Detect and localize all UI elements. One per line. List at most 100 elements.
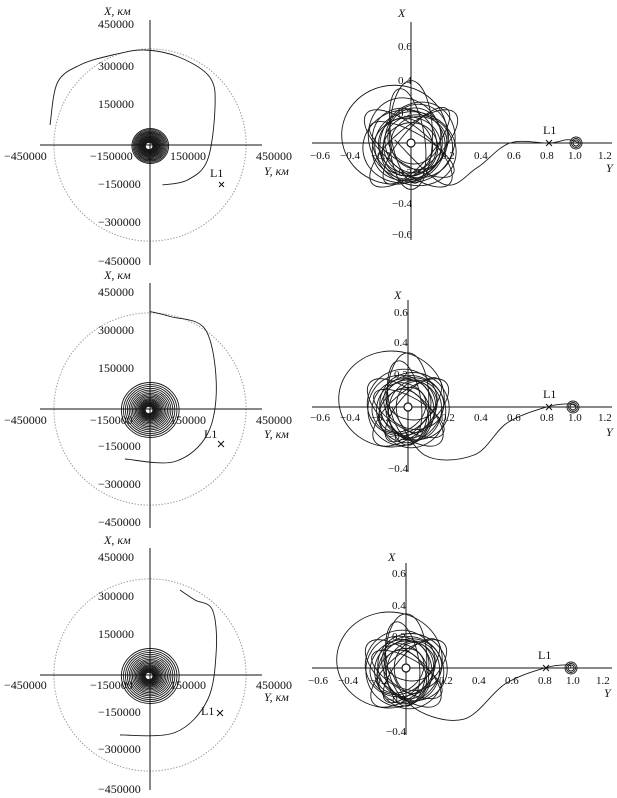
earth-point	[403, 402, 413, 412]
x-tick-label: −0.6	[310, 412, 330, 424]
earth-loop	[372, 378, 450, 447]
l1-label-6: L1	[538, 648, 551, 662]
transfer-path	[49, 49, 216, 186]
moon-loop	[566, 400, 580, 414]
transfer-trajectory-3	[124, 311, 217, 464]
panel-rotating-frame-2: X Y −0.6 −0.4 −0.2 0.2 0.4 0.6 0.8 1.0 1…	[310, 288, 614, 475]
moon-loops-4	[403, 400, 580, 414]
spiral-loop	[144, 405, 155, 415]
y-axis-label-6: X	[387, 550, 396, 564]
panel-earth-frame-2: X, км Y, км −450000 −150000 150000 45000…	[4, 268, 292, 529]
x-axis-label-5: Y, км	[264, 690, 289, 704]
x-axis-label-1: Y, км	[264, 164, 289, 178]
x-tick-label: 0.2	[441, 150, 455, 162]
earth-loop	[370, 639, 448, 708]
moon-loop	[572, 139, 580, 147]
moon-loop	[569, 136, 583, 150]
earth-loop	[383, 649, 427, 700]
moon-loops-6	[401, 661, 578, 675]
x-tick-label: −150000	[90, 413, 133, 427]
earth-loop	[374, 643, 429, 705]
y-axis-label-5: X, км	[103, 533, 131, 547]
earth-loop	[369, 121, 455, 178]
moon-loops-2	[406, 136, 583, 150]
y-tick-label: 300000	[98, 59, 134, 73]
x-tick-label: 0.4	[472, 675, 486, 687]
moon-loop	[568, 402, 578, 412]
spiral-loop	[142, 403, 156, 417]
x-tick-label: 0.4	[474, 412, 488, 424]
x-tick-label: −0.4	[338, 675, 358, 687]
outer-lobe	[338, 350, 445, 448]
l1-label-2: L1	[543, 123, 556, 137]
y-tick-label: 150000	[98, 627, 134, 641]
l1-marker-1	[218, 181, 225, 188]
earth-loop	[376, 382, 431, 444]
y-axis-label-3: X, км	[103, 268, 131, 282]
y-tick-label: −150000	[98, 705, 141, 719]
earth-point	[406, 138, 416, 148]
x-tick-label: −450000	[4, 149, 47, 163]
x-tick-label: 0.6	[507, 150, 521, 162]
y-tick-label: −450000	[98, 515, 141, 529]
x-axis-label-2: Y	[606, 161, 614, 175]
spiral-loop	[144, 671, 155, 681]
earth-loop	[384, 377, 443, 443]
y-tick-label: 0.6	[398, 41, 412, 53]
transfer-path	[119, 589, 217, 737]
y-tick-label: 0.6	[392, 568, 406, 580]
outer-lobe	[336, 611, 443, 709]
l1-label-5: L1	[201, 704, 214, 718]
l1-marker-4	[545, 403, 553, 411]
earth-loop	[387, 360, 423, 440]
x-tick-label: 1.2	[598, 150, 612, 162]
y-tick-label: −450000	[98, 782, 141, 796]
spiral-loop	[142, 669, 157, 683]
y-tick-label: 150000	[98, 361, 134, 375]
l1-marker-2	[545, 139, 553, 147]
y-tick-label: 300000	[98, 323, 134, 337]
moon-loop	[571, 138, 581, 148]
y-tick-label: 0.6	[394, 307, 408, 319]
x-tick-label: −0.4	[340, 150, 360, 162]
l1-label-1: L1	[210, 166, 223, 180]
moon-loop	[569, 403, 577, 411]
earth-loop	[369, 109, 459, 188]
x-axis-label-4: Y	[606, 425, 614, 439]
x-tick-label: −0.2	[369, 675, 389, 687]
earth-loop	[371, 116, 442, 181]
y-tick-label: 300000	[98, 589, 134, 603]
earth-loop	[385, 621, 421, 701]
x-tick-label: 0.2	[439, 675, 453, 687]
spiral-loop	[142, 403, 157, 417]
x-tick-label: 1.2	[596, 675, 610, 687]
x-tick-label: 1.2	[598, 412, 612, 424]
loops-6	[336, 611, 448, 710]
transfer-trajectory-5	[119, 589, 217, 737]
x-tick-label: −0.6	[308, 675, 328, 687]
x-tick-label: 150000	[170, 413, 206, 427]
earth-loop	[385, 388, 429, 439]
y-tick-label: −0.4	[386, 726, 406, 738]
y-tick-label: 450000	[98, 550, 134, 564]
x-tick-label: 150000	[170, 149, 206, 163]
y-axis-label-4: X	[393, 288, 402, 302]
x-tick-label: 0.4	[474, 150, 488, 162]
y-axis-label-1: X, км	[103, 4, 131, 18]
y-tick-label: 0.4	[392, 600, 406, 612]
l1-label-4: L1	[543, 387, 556, 401]
y-tick-label: −0.2	[386, 694, 406, 706]
x-tick-label: 0.6	[505, 675, 519, 687]
spiral-loop	[143, 670, 156, 682]
y-tick-label: 0.4	[394, 337, 408, 349]
y-tick-label: 0.2	[394, 369, 408, 381]
x-tick-label: −0.6	[310, 150, 330, 162]
transfer-path	[124, 311, 217, 464]
y-tick-label: 450000	[98, 17, 134, 31]
earth-loop	[384, 103, 449, 174]
y-tick-label: −150000	[98, 177, 141, 191]
loops-4	[338, 350, 450, 449]
panel-earth-frame-1: X, км Y, км −450000 −150000 150000 45000…	[4, 4, 292, 268]
y-tick-label: 0.2	[392, 631, 406, 643]
